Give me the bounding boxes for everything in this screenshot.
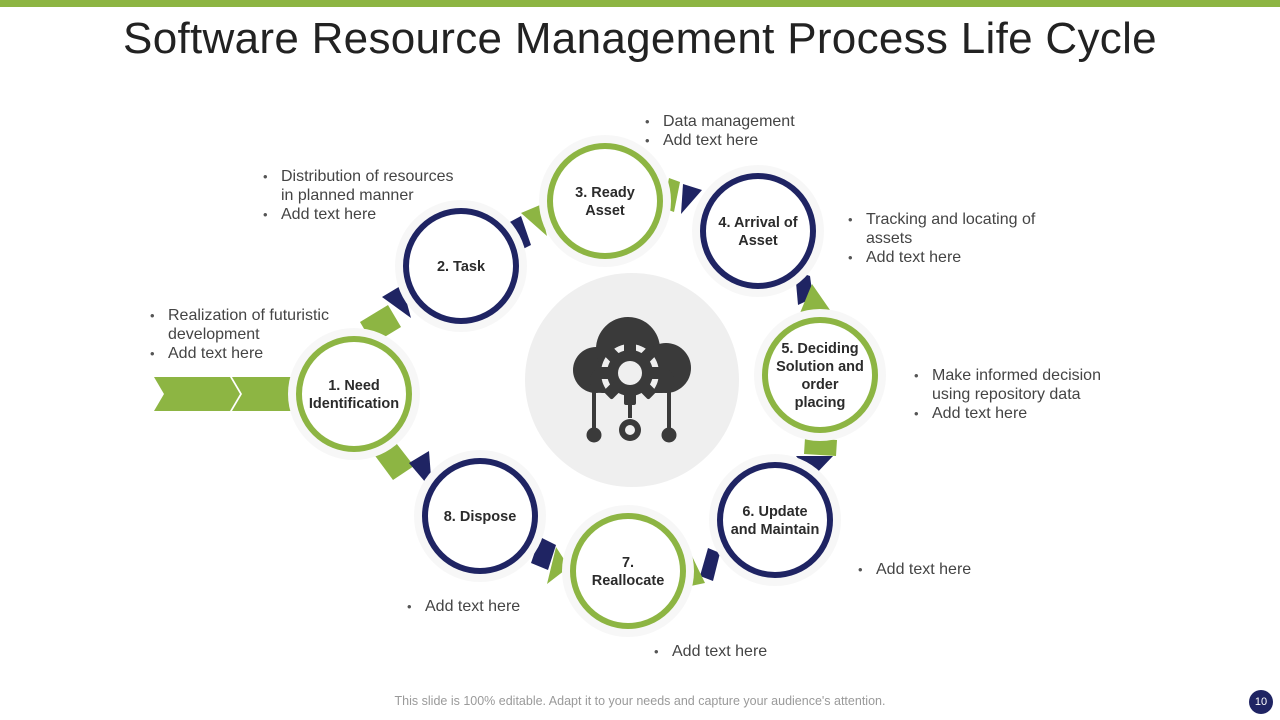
node-label-line: Reallocate — [592, 573, 665, 589]
node-label-line: 3. Ready — [575, 185, 635, 201]
node-label-line: order — [801, 377, 838, 393]
node-label-line: and Maintain — [731, 522, 820, 538]
note-item: Add text here — [914, 404, 1124, 423]
node-label-line: Solution and — [776, 359, 864, 375]
node-label-line: placing — [795, 395, 846, 411]
note-ready-asset: Data management Add text here — [645, 112, 845, 150]
node-ring — [700, 173, 816, 289]
node-reallocate: 7. Reallocate — [562, 505, 694, 637]
node-ring — [762, 317, 878, 433]
node-dispose: 8. Dispose — [414, 450, 546, 582]
note-item: Add text here — [848, 248, 1038, 267]
note-deciding-solution: Make informed decision using repository … — [914, 366, 1124, 423]
node-label-line: 1. Need — [328, 378, 380, 394]
note-reallocate: Add text here — [654, 642, 814, 661]
node-arrival-of-asset: 4. Arrival of Asset — [692, 165, 824, 297]
slide-title: Software Resource Management Process Lif… — [123, 14, 1157, 63]
note-arrival-of-asset: Tracking and locating of assets Add text… — [848, 210, 1038, 267]
note-item: Tracking and locating of assets — [848, 210, 1038, 248]
note-need-identification: Realization of futuristic development Ad… — [150, 306, 340, 363]
note-item: Add text here — [263, 205, 463, 224]
node-update-maintain: 6. Update and Maintain — [709, 454, 841, 586]
note-item: Add text here — [407, 597, 567, 616]
node-task: 2. Task — [395, 200, 527, 332]
note-task: Distribution of resources in planned man… — [263, 167, 463, 224]
node-label-line: 5. Deciding — [781, 341, 858, 357]
note-item: Add text here — [150, 344, 340, 363]
node-label-line: 8. Dispose — [444, 509, 517, 525]
cloud-gear-network-icon — [573, 317, 691, 443]
node-ring — [422, 458, 538, 574]
node-ring — [570, 513, 686, 629]
node-label-line: 6. Update — [742, 504, 807, 520]
note-item: Add text here — [858, 560, 1018, 579]
note-dispose: Add text here — [407, 597, 567, 616]
note-item: Realization of futuristic development — [150, 306, 340, 344]
note-update-maintain: Add text here — [858, 560, 1018, 579]
node-label-line: 4. Arrival of — [718, 215, 797, 231]
node-label-line: 2. Task — [437, 259, 486, 275]
footer-note: This slide is 100% editable. Adapt it to… — [394, 694, 886, 708]
note-item: Distribution of resources in planned man… — [263, 167, 463, 205]
note-item: Data management — [645, 112, 845, 131]
node-label-line: 7. — [622, 555, 634, 571]
node-label-line: Identification — [309, 396, 399, 412]
entry-chevron-1 — [154, 377, 240, 411]
top-accent-bar — [0, 0, 1280, 7]
node-ring — [717, 462, 833, 578]
node-ring — [547, 143, 663, 259]
note-item: Add text here — [645, 131, 845, 150]
note-item: Add text here — [654, 642, 814, 661]
connector-n5-n6 — [796, 438, 837, 477]
node-ring — [296, 336, 412, 452]
note-item: Make informed decision using repository … — [914, 366, 1124, 404]
page-number-badge: 10 — [1249, 690, 1273, 714]
node-label-line: Asset — [585, 203, 625, 219]
node-label-line: Asset — [738, 233, 778, 249]
